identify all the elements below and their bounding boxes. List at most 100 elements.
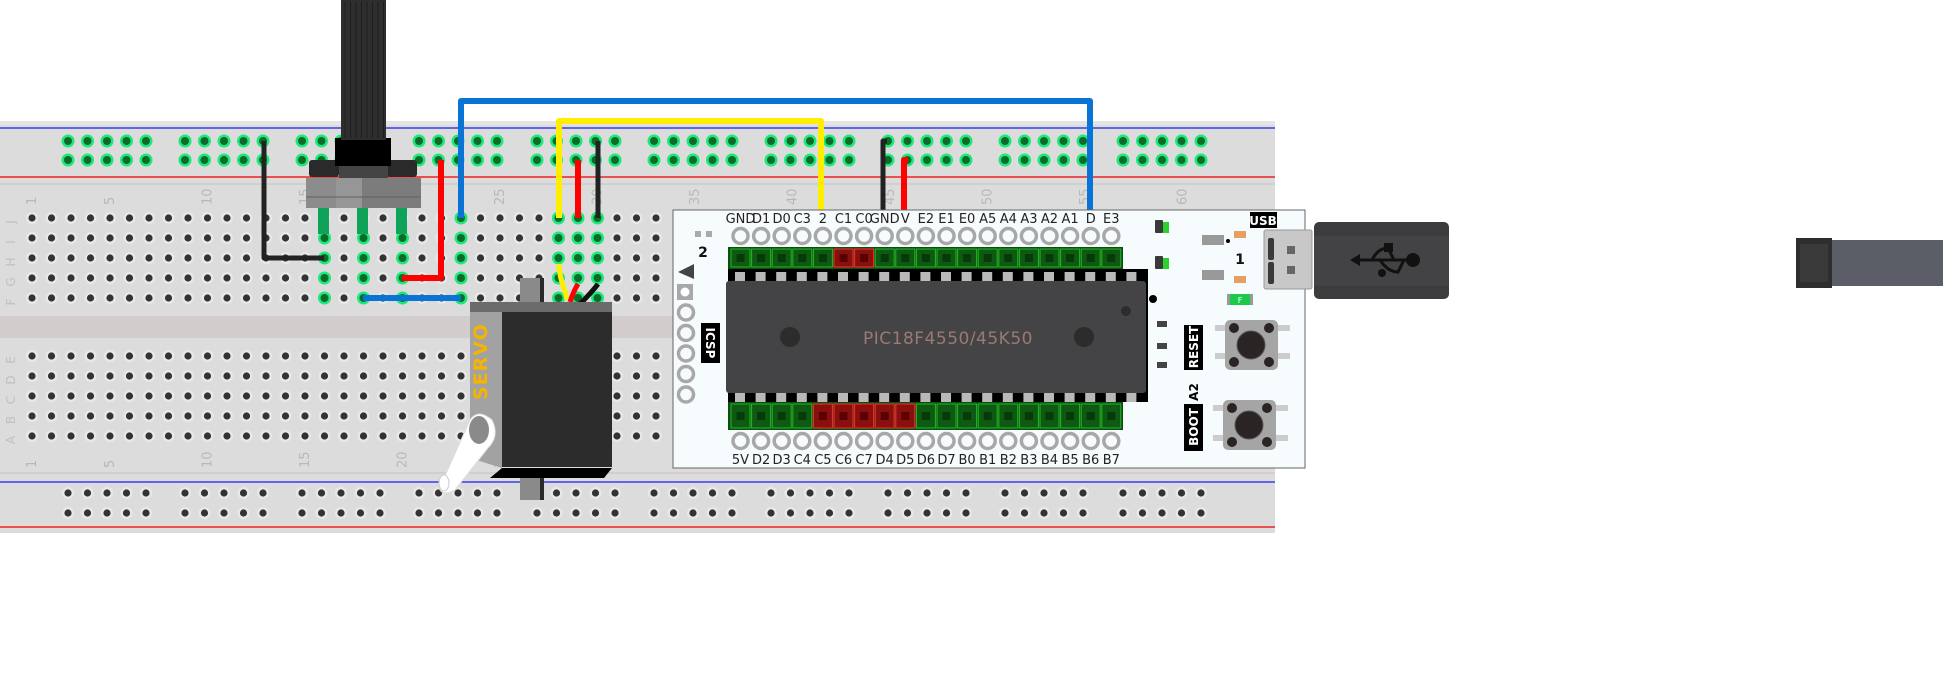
bottom-pin-label: D7 [937, 453, 955, 468]
rail-hole [200, 156, 209, 164]
pin-pad [813, 431, 833, 451]
hole [379, 214, 387, 222]
rail-hole [942, 137, 951, 145]
rail-hole [1059, 137, 1068, 145]
pin-pad [896, 431, 915, 451]
rail-hole [923, 156, 931, 164]
hole [281, 234, 290, 242]
socket-hole [860, 254, 869, 262]
chip-legs [735, 272, 1137, 402]
hole [457, 234, 465, 242]
rail-hole [1001, 156, 1009, 164]
rail-hole [962, 489, 970, 497]
hole [496, 234, 504, 242]
rail-hole [103, 509, 111, 517]
chip-leg [796, 393, 807, 402]
hole [613, 254, 621, 262]
pin-pad [1102, 226, 1121, 246]
chip-leg [1023, 393, 1034, 402]
boot-label: BOOT [1187, 407, 1201, 446]
hole [613, 234, 621, 242]
hole [652, 214, 660, 222]
pin-pad [916, 226, 936, 246]
rail-hole [317, 509, 326, 517]
servo-label: SERVO [470, 323, 492, 400]
pic-chip [726, 281, 1146, 393]
hole [184, 254, 192, 262]
icsp-pad [676, 385, 696, 404]
pin-pad [1081, 226, 1100, 246]
hole [515, 254, 524, 262]
hole [418, 432, 426, 440]
socket-hole [963, 254, 972, 262]
hole [593, 234, 602, 242]
top-pin-label: D0 [773, 212, 791, 227]
hole [203, 372, 212, 380]
rail-hole [376, 509, 384, 517]
rail-hole [473, 509, 482, 517]
hole [574, 294, 582, 302]
socket-hole [757, 412, 766, 420]
rail-hole [1079, 509, 1087, 517]
chip-leg [982, 272, 993, 281]
hole [262, 432, 270, 440]
chip-leg [961, 272, 972, 281]
servo-motor[interactable]: SERVO [437, 263, 612, 500]
chip-label: PIC18F4550/45K50 [863, 329, 1033, 349]
pin-pad [1019, 431, 1039, 451]
hole [125, 432, 134, 440]
servo-horn[interactable] [437, 413, 496, 494]
marker-2: 2 [698, 245, 708, 261]
rail-hole [1119, 509, 1127, 517]
top-pin-label: E2 [918, 212, 935, 227]
top-pin-label: 2 [819, 212, 827, 227]
servo-top-face [470, 302, 612, 312]
rail-hole [767, 137, 775, 145]
chip-leg [1044, 393, 1054, 402]
socket-hole [860, 412, 869, 420]
boot-button[interactable] [1213, 400, 1288, 450]
rail-hole [923, 509, 931, 517]
rail-hole [142, 509, 150, 517]
hole [301, 372, 309, 380]
hole [47, 294, 56, 302]
rail-hole [220, 509, 228, 517]
pin-pad [1081, 431, 1100, 451]
usb-cable[interactable] [1314, 222, 1943, 299]
bottom-header-sockets [730, 403, 1122, 429]
hole [242, 254, 251, 262]
socket-hole [901, 412, 910, 420]
bottom-pin-label: B0 [958, 453, 975, 468]
rail-hole [83, 509, 92, 517]
potentiometer-collar [339, 165, 388, 178]
rail-hole [122, 489, 131, 497]
rail-hole [317, 137, 326, 145]
rail-hole [1177, 156, 1186, 164]
status-leds [1155, 220, 1169, 269]
rail-hole [64, 489, 72, 497]
hole [223, 372, 231, 380]
hole [281, 392, 290, 400]
rail-hole [1040, 156, 1048, 164]
rail-hole [572, 489, 580, 497]
hole [554, 254, 563, 262]
hole [28, 412, 36, 420]
hole [184, 234, 192, 242]
hole [125, 372, 134, 380]
rail-hole [1158, 137, 1166, 145]
socket-hole [942, 412, 951, 420]
hole [106, 392, 114, 400]
chip-leg [941, 393, 951, 402]
pin-pad [854, 431, 874, 451]
hole [86, 274, 95, 282]
chip-leg [1105, 393, 1116, 402]
socket-hole [798, 254, 807, 262]
hole [164, 392, 173, 400]
rail-hole [611, 156, 619, 164]
rail-hole [1040, 137, 1048, 145]
hole [67, 274, 75, 282]
chip-leg [1002, 393, 1013, 402]
wire-servo-signal-to-c2 [556, 118, 824, 258]
potentiometer[interactable] [306, 0, 421, 234]
reset-button[interactable] [1215, 320, 1290, 370]
